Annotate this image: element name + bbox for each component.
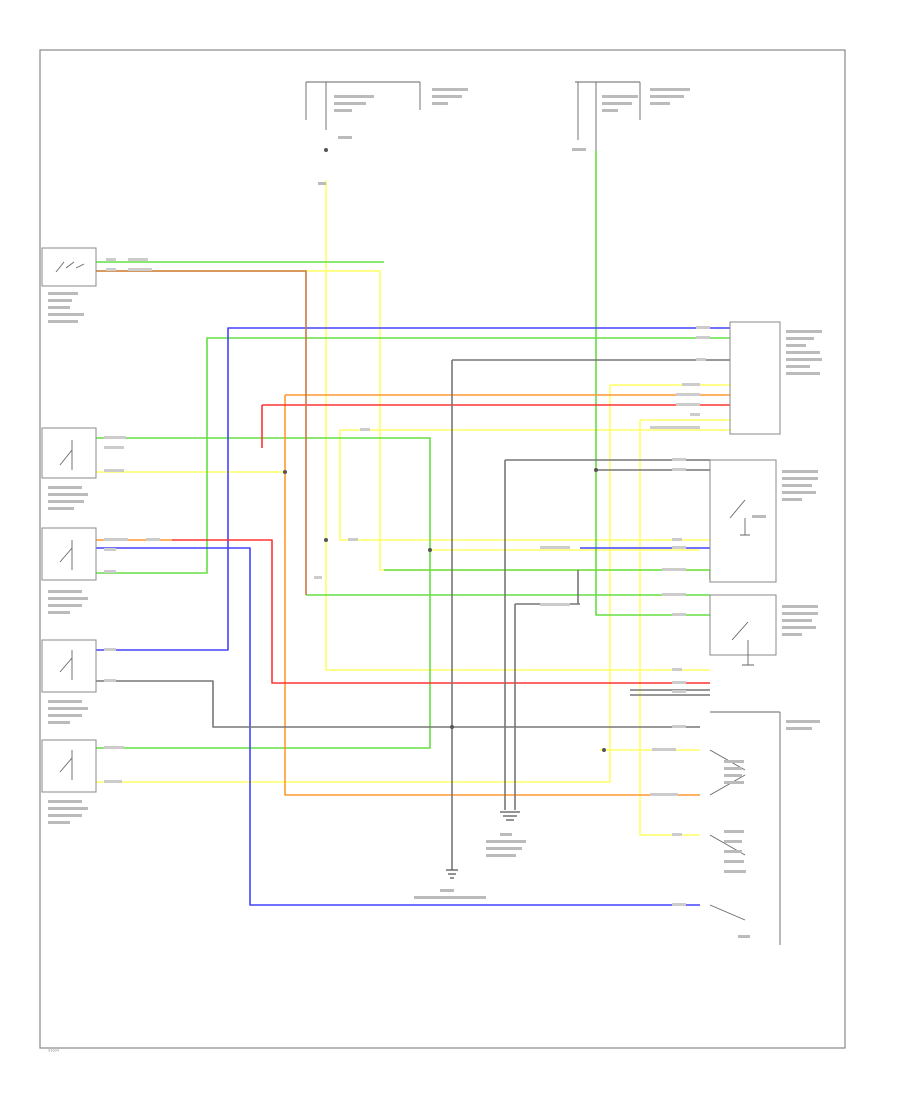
top-feed-left [305, 81, 468, 185]
ground-icon [446, 869, 458, 879]
ground-labels [414, 833, 526, 899]
figure-code: ????? [48, 1048, 60, 1053]
splice [324, 148, 328, 152]
splice [283, 470, 287, 474]
ground-symbols [446, 811, 520, 879]
component-right-connector [729, 321, 822, 435]
diagram-frame [39, 49, 846, 1049]
wire-green-b [96, 337, 730, 574]
component-right-module-2 [709, 594, 818, 666]
component-left-5 [41, 739, 97, 824]
component-left-4 [41, 639, 97, 724]
splice-dots [283, 148, 606, 752]
wire-brown [96, 270, 307, 595]
wire-gray-g [630, 689, 710, 696]
component-right-switch-block [709, 711, 820, 945]
wire-gray-a [451, 359, 730, 870]
wire-gray-d [514, 603, 580, 810]
wire-green-d [384, 569, 711, 580]
wire-yellow-b [339, 430, 710, 541]
splice [594, 468, 598, 472]
wire-gray-b [96, 680, 700, 728]
wire-yellow-e [96, 384, 730, 783]
splice [450, 725, 454, 729]
wire-blue-a [96, 327, 730, 651]
wire-red-b [261, 404, 730, 448]
wire-yellow-top-left [325, 180, 710, 671]
wire-green-a [96, 437, 431, 749]
wire-red-a [172, 539, 710, 684]
wires [96, 150, 730, 906]
ground-icon [500, 811, 520, 821]
wire-green-top-right [595, 150, 710, 616]
component-left-2 [41, 427, 97, 510]
component-right-module-1 [709, 459, 818, 583]
top-feed-right [572, 81, 690, 151]
component-left-3 [41, 527, 97, 614]
wire-orange-b [284, 394, 730, 796]
wire-gray-c [504, 459, 710, 810]
splice [428, 548, 432, 552]
component-left-1 [41, 247, 97, 323]
wire-yellow-a [96, 270, 710, 571]
wire-tags [104, 258, 710, 906]
splice [324, 538, 328, 542]
splice [602, 748, 606, 752]
